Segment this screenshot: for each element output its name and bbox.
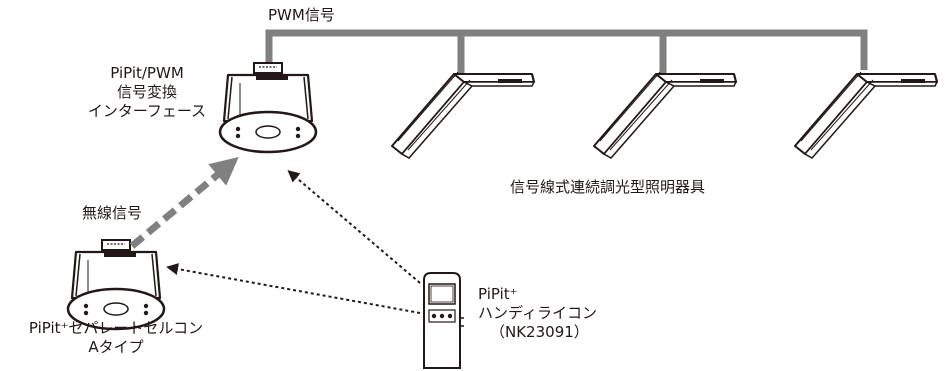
ir-signal-to-interface-arrow [287,170,421,284]
interface-device-icon [218,61,318,154]
remote-label-line-3: （NK23091） [490,323,589,341]
separate-controller-label: PiPit⁺セパレートセルコン Aタイプ [0,319,232,357]
luminaire-label: 信号線式連続調光型照明器具 [510,178,706,196]
pwm-signal-label: PWM信号 [268,6,335,24]
interface-label-line-1: PiPit/PWM [110,64,184,82]
luminaire-2-icon [593,71,737,159]
interface-label: PiPit/PWM 信号変換 インターフェース [62,64,232,121]
interface-label-line-2: 信号変換 [116,83,177,101]
wireless-signal-arrow [129,157,239,249]
separate-label-line-1: PiPit⁺セパレートセルコン [28,319,204,337]
luminaire-1-icon [391,71,535,159]
interface-label-line-3: インターフェース [87,102,207,120]
handheld-remote-icon [423,272,464,369]
remote-label: PiPit⁺ ハンディライコン （NK23091） [478,285,597,342]
wireless-signal-label: 無線信号 [82,204,143,222]
luminaire-3-icon [794,71,938,159]
separate-controller-icon [66,238,166,331]
pwm-signal-bus [265,29,868,76]
ir-signal-to-separate-arrow [166,263,421,314]
remote-label-line-1: PiPit⁺ [478,285,518,303]
separate-label-line-2: Aタイプ [88,338,144,356]
remote-label-line-2: ハンディライコン [478,304,597,322]
